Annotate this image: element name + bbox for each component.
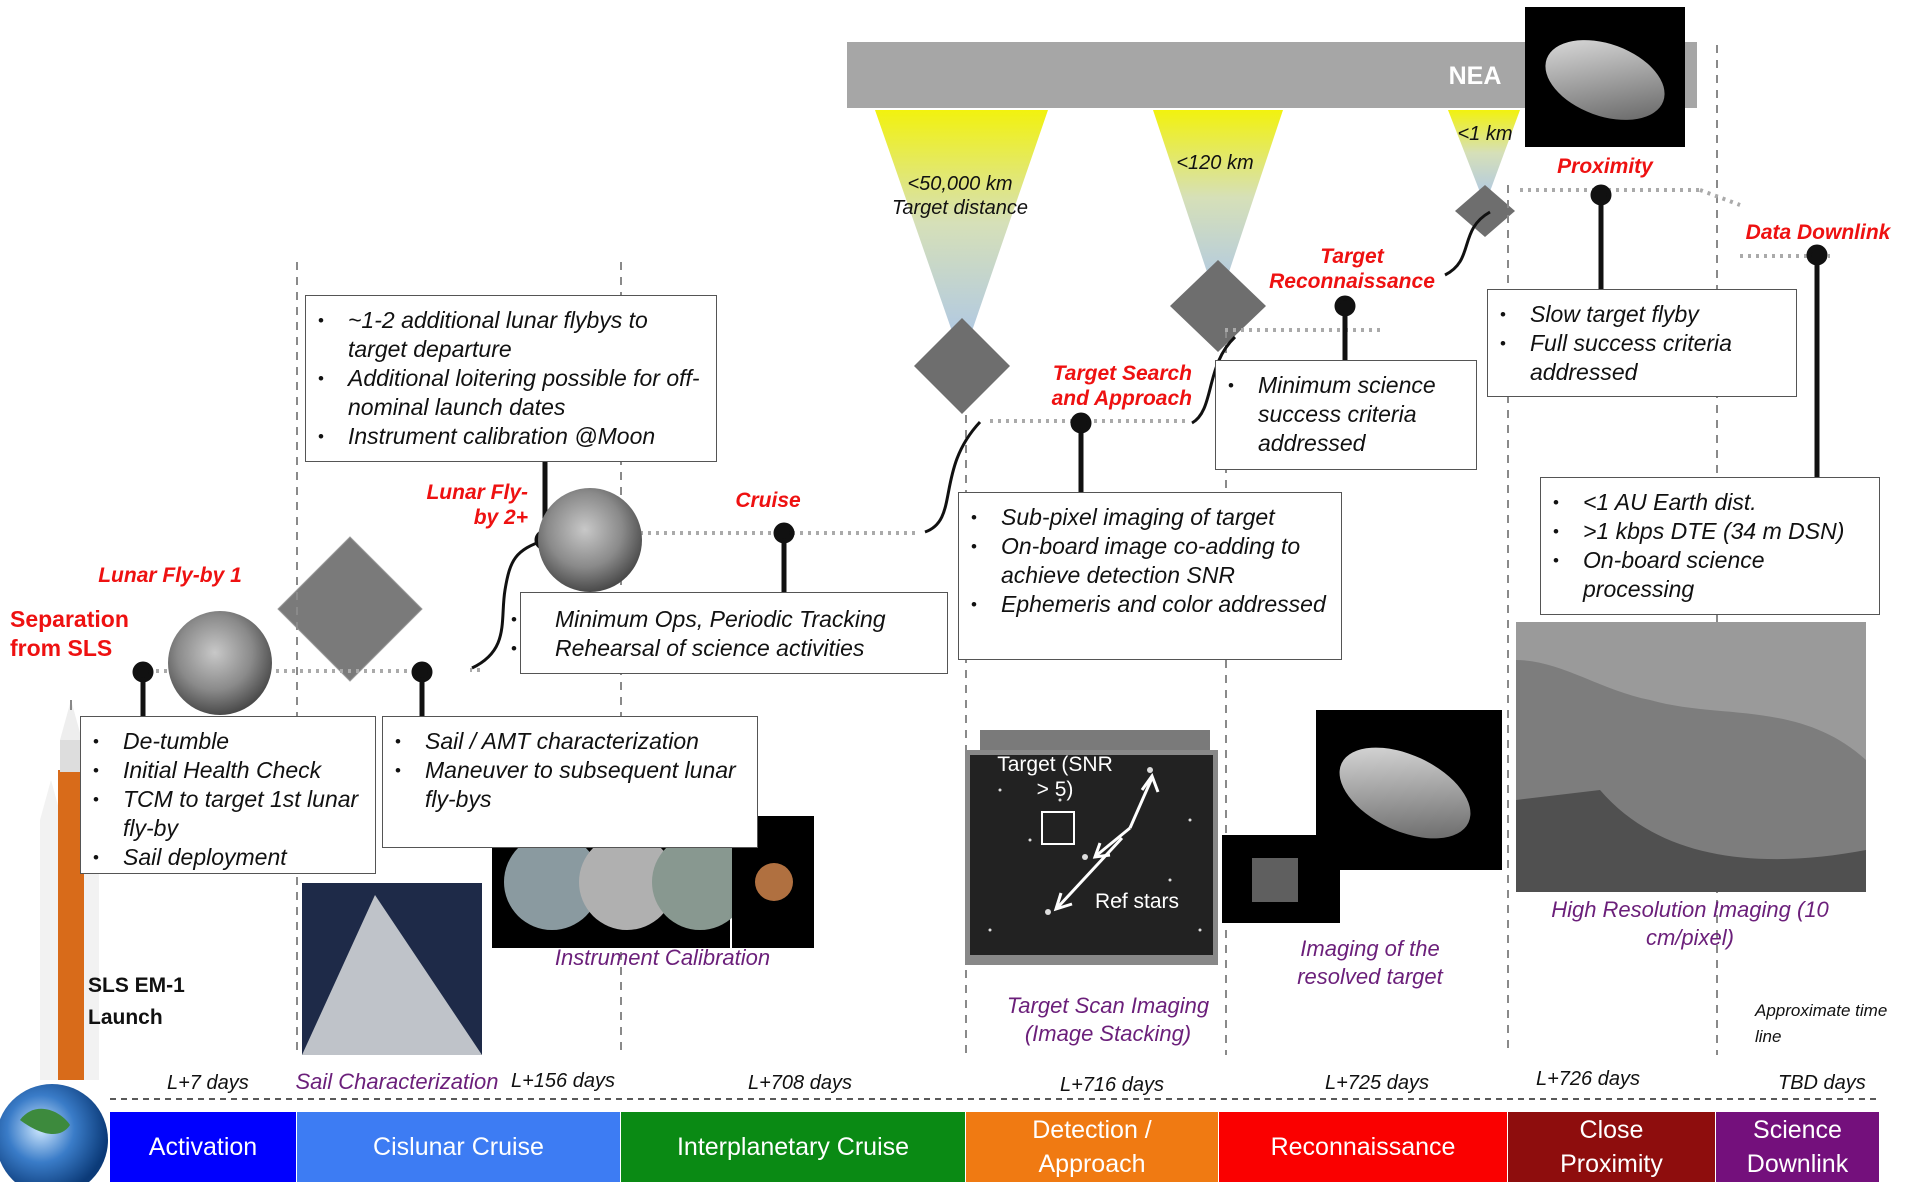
downlink-item: On-board science processing bbox=[1553, 546, 1871, 604]
caption-sail-characterization: Sail Characterization bbox=[295, 1069, 499, 1094]
milestone-target-search: Target Search and Approach bbox=[1051, 362, 1192, 410]
ref-star-arrows bbox=[1053, 772, 1160, 912]
activation-item: TCM to target 1st lunar fly-by bbox=[93, 785, 367, 843]
milestone-proximity: Proximity bbox=[1557, 155, 1653, 178]
downlink-box: <1 AU Earth dist. >1 kbps DTE (34 m DSN)… bbox=[1540, 477, 1880, 615]
nea-label: NEA bbox=[1448, 62, 1502, 90]
spacecraft-diamond-3 bbox=[1455, 185, 1515, 237]
milestone-target-recon: Target Reconnaissance bbox=[1269, 245, 1435, 293]
day-label: L+726 days bbox=[1536, 1068, 1640, 1090]
detection-item: Sub-pixel imaging of target bbox=[971, 503, 1333, 532]
downlink-item: >1 kbps DTE (34 m DSN) bbox=[1553, 517, 1871, 546]
milestone-flyby2: Lunar Fly-by 2+ bbox=[426, 481, 528, 529]
detection-item: On-board image co-adding to achieve dete… bbox=[971, 532, 1333, 590]
caption-target-scan: Target Scan Imaging (Image Stacking) bbox=[1006, 993, 1210, 1046]
target-snr-label: Target (SNR > 5) bbox=[997, 753, 1113, 801]
downlink-item: <1 AU Earth dist. bbox=[1553, 488, 1871, 517]
proximity-box: Slow target flyby Full success criteria … bbox=[1487, 289, 1797, 397]
phase-cislunar-cruise: Cislunar Cruise bbox=[297, 1112, 621, 1182]
milestone-downlink: Data Downlink bbox=[1745, 221, 1891, 244]
spacecraft-diamond-1 bbox=[914, 318, 1010, 414]
moon-image-1 bbox=[168, 611, 272, 715]
lunar-item: Instrument calibration @Moon bbox=[318, 422, 708, 451]
milestone-separation: Separation from SLS bbox=[10, 606, 129, 661]
cruise-item: Minimum Ops, Periodic Tracking bbox=[511, 605, 939, 634]
caption-high-resolution: High Resolution Imaging (10 cm/pixel) bbox=[1551, 897, 1829, 950]
activation-box: De-tumble Initial Health Check TCM to ta… bbox=[80, 716, 376, 874]
milestone-flyby1: Lunar Fly-by 1 bbox=[98, 564, 242, 587]
caption-resolved-target: Imaging of the resolved target bbox=[1297, 936, 1443, 989]
phase-activation: Activation bbox=[110, 1112, 297, 1182]
detection-item: Ephemeris and color addressed bbox=[971, 590, 1333, 619]
cone-1-distance: <50,000 km bbox=[907, 173, 1013, 195]
sail-diamond bbox=[277, 536, 423, 682]
cone-3-distance: <1 km bbox=[1457, 123, 1513, 145]
recon-box: Minimum science success criteria address… bbox=[1215, 360, 1477, 470]
proximity-item: Full success criteria addressed bbox=[1500, 329, 1788, 387]
lunar-item: Additional loitering possible for off-no… bbox=[318, 364, 708, 422]
milestone-cruise: Cruise bbox=[735, 489, 801, 512]
caption-approximate-timeline: Approximate time line bbox=[1755, 1001, 1888, 1046]
day-label: L+156 days bbox=[511, 1070, 615, 1092]
day-label: TBD days bbox=[1778, 1072, 1866, 1094]
caption-launch: SLS EM-1 Launch bbox=[88, 974, 185, 1029]
lunar-item: ~1-2 additional lunar flybys to target d… bbox=[318, 306, 708, 364]
cone-2-distance: <120 km bbox=[1176, 152, 1254, 174]
day-label: L+708 days bbox=[748, 1072, 852, 1094]
activation-item: De-tumble bbox=[93, 727, 367, 756]
spacecraft-diamond-2 bbox=[1170, 260, 1266, 352]
phase-science-downlink: Science Downlink bbox=[1716, 1112, 1880, 1182]
sail-box: Sail / AMT characterization Maneuver to … bbox=[382, 716, 758, 848]
day-label: L+7 days bbox=[167, 1072, 249, 1094]
day-label: L+716 days bbox=[1060, 1074, 1164, 1096]
sail-item: Sail / AMT characterization bbox=[395, 727, 749, 756]
phase-close-proximity: Close Proximity bbox=[1508, 1112, 1716, 1182]
target-box bbox=[1041, 811, 1075, 845]
ref-stars-label: Ref stars bbox=[1095, 890, 1180, 913]
cone-3 bbox=[1448, 110, 1520, 205]
activation-item: Sail deployment bbox=[93, 843, 367, 872]
proximity-item: Slow target flyby bbox=[1500, 300, 1788, 329]
star-field-image bbox=[970, 755, 1213, 955]
cruise-item: Rehearsal of science activities bbox=[511, 634, 939, 663]
lunar-box: ~1-2 additional lunar flybys to target d… bbox=[305, 295, 717, 462]
phase-reconnaissance: Reconnaissance bbox=[1219, 1112, 1508, 1182]
cone-1-label: <50,000 km Target distance bbox=[870, 172, 1050, 220]
detection-box: Sub-pixel imaging of target On-board ima… bbox=[958, 492, 1342, 660]
cruise-box: Minimum Ops, Periodic Tracking Rehearsal… bbox=[511, 592, 948, 674]
cone-2 bbox=[1153, 110, 1283, 305]
recon-item: Minimum science success criteria address… bbox=[1228, 371, 1468, 458]
cone-1 bbox=[875, 110, 1048, 360]
sail-item: Maneuver to subsequent lunar fly-bys bbox=[395, 756, 749, 814]
moon-image-2 bbox=[538, 488, 642, 592]
phase-detection-approach: Detection / Approach bbox=[966, 1112, 1219, 1182]
activation-item: Initial Health Check bbox=[93, 756, 367, 785]
timeline-curves bbox=[471, 210, 1491, 670]
phase-interplanetary-cruise: Interplanetary Cruise bbox=[621, 1112, 966, 1182]
day-label: L+725 days bbox=[1325, 1072, 1429, 1094]
caption-instrument-calibration: Instrument Calibration bbox=[554, 945, 771, 970]
cone-1-caption: Target distance bbox=[891, 197, 1028, 219]
